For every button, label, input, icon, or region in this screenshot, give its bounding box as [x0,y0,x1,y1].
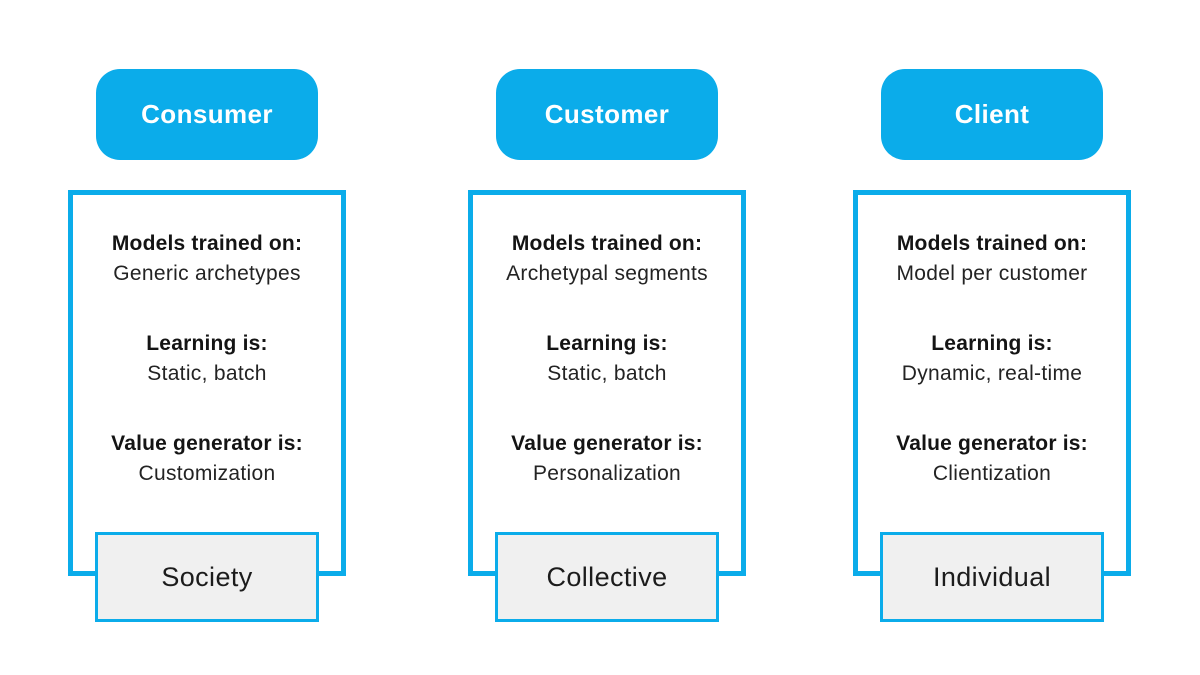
client-field-learning: Learning is: Dynamic, real-time [858,329,1126,389]
field-label: Value generator is: [896,432,1088,455]
field-value: Archetypal segments [506,262,708,285]
field-label: Learning is: [931,332,1053,355]
client-header-label: Client [954,99,1030,129]
column-consumer: Consumer Models trained on: Generic arch… [68,0,346,675]
client-detail-box: Models trained on: Model per customer Le… [853,190,1131,576]
field-label: Models trained on: [896,232,1088,255]
client-header-pill: Client [881,69,1103,160]
field-value: Customization [138,462,276,485]
field-value: Clientization [932,462,1052,485]
field-value: Dynamic, real-time [901,362,1083,385]
field-label: Learning is: [546,332,668,355]
customer-field-learning: Learning is: Static, batch [473,329,741,389]
field-label: Learning is: [146,332,268,355]
field-value: Generic archetypes [113,262,301,285]
customer-footer-label: Collective [546,561,668,592]
field-label: Value generator is: [111,432,303,455]
field-label: Models trained on: [511,232,703,255]
consumer-field-models: Models trained on: Generic archetypes [73,229,341,289]
customer-field-models: Models trained on: Archetypal segments [473,229,741,289]
customer-footer-box: Collective [495,532,719,622]
field-value: Personalization [532,462,682,485]
customer-header-pill: Customer [496,69,718,160]
consumer-detail-box: Models trained on: Generic archetypes Le… [68,190,346,576]
field-label: Models trained on: [111,232,303,255]
field-value: Static, batch [147,362,267,385]
column-client: Client Models trained on: Model per cust… [853,0,1131,675]
consumer-field-learning: Learning is: Static, batch [73,329,341,389]
customer-field-value-generator: Value generator is: Personalization [473,429,741,489]
client-field-models: Models trained on: Model per customer [858,229,1126,289]
client-footer-label: Individual [932,561,1052,592]
consumer-footer-label: Society [161,561,253,592]
column-customer: Customer Models trained on: Archetypal s… [468,0,746,675]
client-field-value-generator: Value generator is: Clientization [858,429,1126,489]
consumer-field-value-generator: Value generator is: Customization [73,429,341,489]
consumer-header-pill: Consumer [96,69,318,160]
consumer-header-label: Consumer [141,99,273,129]
customer-detail-box: Models trained on: Archetypal segments L… [468,190,746,576]
field-value: Model per customer [896,262,1088,285]
client-footer-box: Individual [880,532,1104,622]
customer-header-label: Customer [544,99,670,129]
field-value: Static, batch [547,362,667,385]
field-label: Value generator is: [511,432,703,455]
consumer-footer-box: Society [95,532,319,622]
